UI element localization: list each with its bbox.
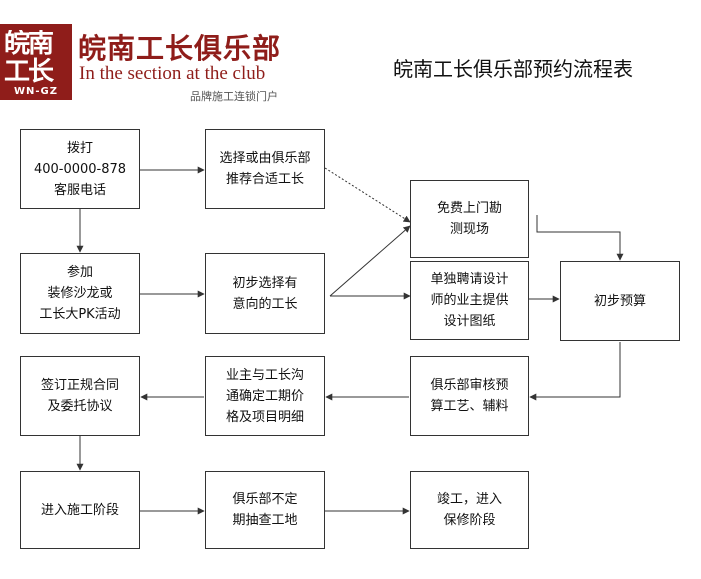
node-choose-foreman: 选择或由俱乐部 推荐合适工长 [205,129,325,209]
edge-survey-budget [536,215,624,261]
node-start-construction: 进入施工阶段 [20,471,140,549]
logo-seal-subtext: WN-GZ [13,86,58,97]
node-sign-contract: 签订正规合同 及委托协议 [20,356,140,436]
node-preselect-foreman: 初步选择有 意向的工长 [205,253,325,334]
node-negotiate-terms: 业主与工长沟 通确定工期价 格及项目明细 [205,356,325,436]
node-random-inspection: 俱乐部不定 期抽查工地 [205,471,325,549]
logo-seal-glyphs: 皖南工长 [4,30,54,86]
node-call-hotline: 拨打 400-0000-878 客服电话 [20,129,140,209]
node-site-survey: 免费上门勘 测现场 [410,180,529,258]
node-completion-warranty: 竣工，进入 保修阶段 [410,471,529,549]
edge-choose-survey [324,167,411,223]
node-designer-drawings: 单独聘请设计 师的业主提供 设计图纸 [410,261,529,340]
edge-budget-review [529,342,621,401]
brand-name-en: In the section at the club [79,63,266,84]
page-title: 皖南工长俱乐部预约流程表 [393,57,633,81]
node-initial-budget: 初步预算 [560,261,680,341]
node-join-salon: 参加 装修沙龙或 工长大PK活动 [20,253,140,334]
logo-seal: 皖南工长 WN-GZ [0,24,72,100]
brand-name-cn: 皖南工长俱乐部 [78,32,282,65]
brand-tagline: 品牌施工连锁门户 [190,90,278,103]
edge-preselect-survey [329,225,411,297]
node-club-review: 俱乐部审核预 算工艺、辅料 [410,356,529,436]
